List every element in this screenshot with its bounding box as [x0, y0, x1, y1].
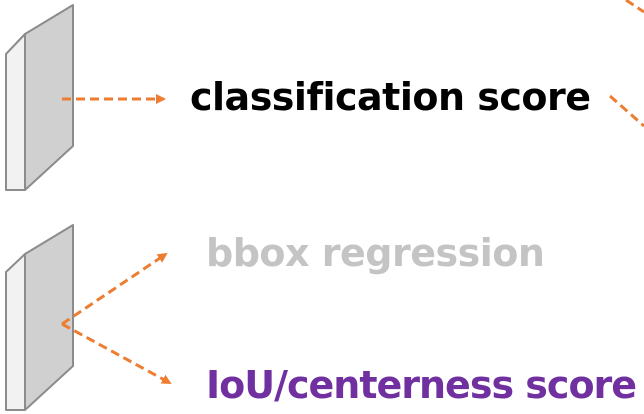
slab-bottom-side-face [5, 253, 26, 411]
slab-bottom-front-face [24, 224, 74, 411]
connector-partial-top-right [625, 0, 644, 14]
feature-map-slab-top [5, 4, 74, 191]
iou-centerness-score-label: IoU/centerness score [206, 363, 637, 407]
slab-top-front-face [24, 4, 74, 191]
arrow-to-iou-centerness [61, 322, 172, 385]
arrow-to-bbox-regression [61, 252, 168, 326]
feature-map-slab-bottom [5, 224, 74, 411]
classification-score-label: classification score [190, 75, 591, 119]
connector-partial-mid-right [609, 94, 644, 128]
slab-top-side-face [5, 33, 26, 191]
bbox-regression-label: bbox regression [206, 231, 545, 275]
